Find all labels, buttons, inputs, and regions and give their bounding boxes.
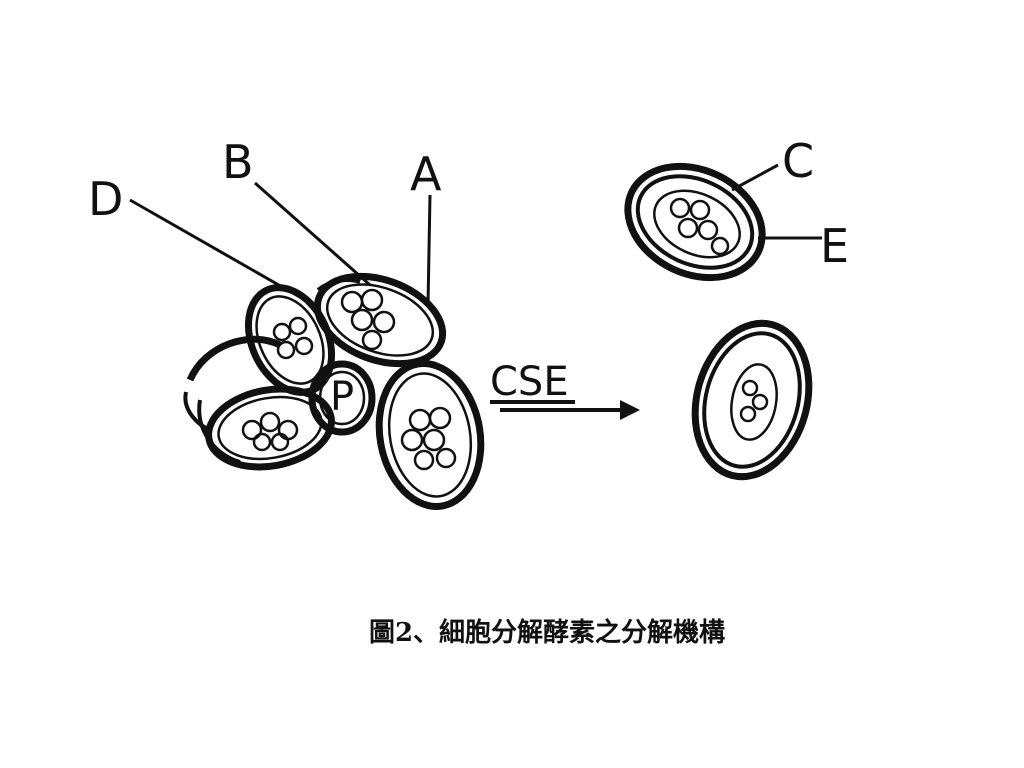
cell-b xyxy=(313,272,447,368)
figure-caption: 圖2、細胞分解酵素之分解機構 xyxy=(368,618,726,648)
cell-wall-digestion-diagram: D B A C E xyxy=(88,134,849,510)
label-p: P xyxy=(330,374,354,420)
separated-cell-lower xyxy=(691,319,813,481)
cell-bottom-left xyxy=(205,385,335,471)
label-c: C xyxy=(782,134,814,188)
cse-arrow: CSE xyxy=(490,359,640,420)
cse-label: CSE xyxy=(490,359,569,405)
label-a: A xyxy=(410,147,442,201)
separated-cell-upper xyxy=(624,162,766,282)
leader-line-b xyxy=(254,181,371,287)
label-d: D xyxy=(88,172,123,226)
intact-cell-cluster: P xyxy=(183,272,485,510)
label-e: E xyxy=(820,219,849,273)
leader-line-d xyxy=(129,198,306,302)
leader-line-a xyxy=(426,194,432,306)
cell-bottom-right xyxy=(375,360,485,510)
cell-middle-small: P xyxy=(308,360,376,436)
label-b: B xyxy=(222,135,254,189)
arrow-head xyxy=(620,400,640,420)
